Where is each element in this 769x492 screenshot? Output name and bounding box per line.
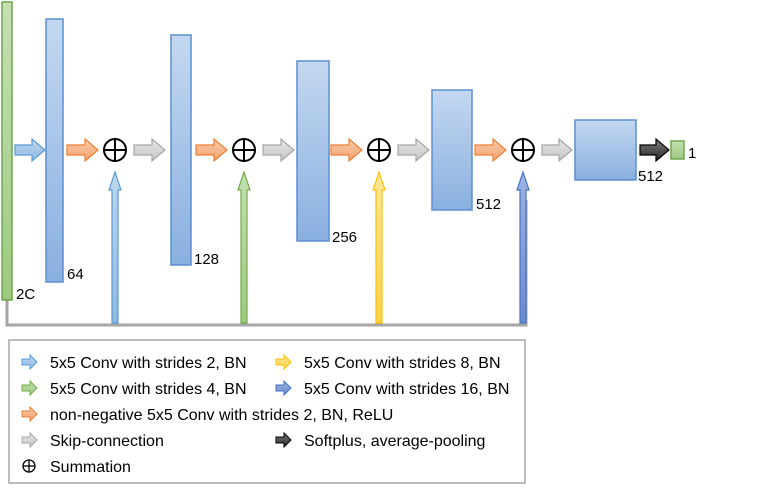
navy-arrow-icon [275,379,292,397]
nonneg-arrow-4 [474,137,507,163]
blue-arrow-icon [21,353,38,371]
skip-arrow-4 [541,137,573,163]
softplus-arrow [639,137,670,163]
block-4-channels-label: 512 [476,196,501,213]
block-4 [431,89,473,211]
skip-arrow-1 [133,137,166,163]
gray-arrow-icon [21,431,38,449]
legend-skip-label: Skip-connection [50,433,164,450]
legend-conv4-label: 5x5 Conv with strides 4, BN [50,381,247,398]
skip-arrow-2 [262,137,295,163]
output-block [670,140,685,160]
block-2 [170,34,192,266]
summation-node-3 [367,138,391,162]
conv4-skip-arrow [237,170,251,324]
legend-conv2-label: 5x5 Conv with strides 2, BN [50,355,247,372]
yellow-arrow-icon [275,353,292,371]
legend-nonneg-label: non-negative 5x5 Conv with strides 2, BN… [50,407,393,424]
legend-conv16-label: 5x5 Conv with strides 16, BN [304,381,509,398]
green-arrow-icon [21,379,38,397]
nonneg-arrow-2 [195,137,228,163]
block-1-channels-label: 64 [67,266,84,283]
skip-arrow-3 [397,137,430,163]
conv16-skip-arrow [516,170,530,324]
block-3 [296,60,330,242]
input-block [1,1,13,301]
conv2-arrow-input [14,137,46,163]
nonneg-arrow-1 [66,137,99,163]
legend-conv8-label: 5x5 Conv with strides 8, BN [304,355,501,372]
block-5-channels-label: 512 [638,168,663,185]
nonneg-arrow-3 [330,137,363,163]
skip-bus-line [5,200,528,327]
legend-softplus-label: Softplus, average-pooling [304,433,485,450]
output-size-label: 1 [688,145,696,162]
black-arrow-icon [275,431,292,449]
block-3-channels-label: 256 [332,229,357,246]
summation-node-2 [232,138,256,162]
legend-box [8,339,526,484]
orange-arrow-icon [21,405,38,423]
block-5 [574,119,637,181]
block-2-channels-label: 128 [194,251,219,268]
summation-node-1 [103,138,127,162]
conv8-skip-arrow [372,170,386,324]
block-1 [45,18,64,283]
input-channels-label: 2C [16,286,35,303]
legend-sum-label: Summation [50,459,131,476]
summation-node-4 [511,138,535,162]
conv2-skip-arrow [108,170,122,324]
circled-plus-icon [22,459,36,473]
